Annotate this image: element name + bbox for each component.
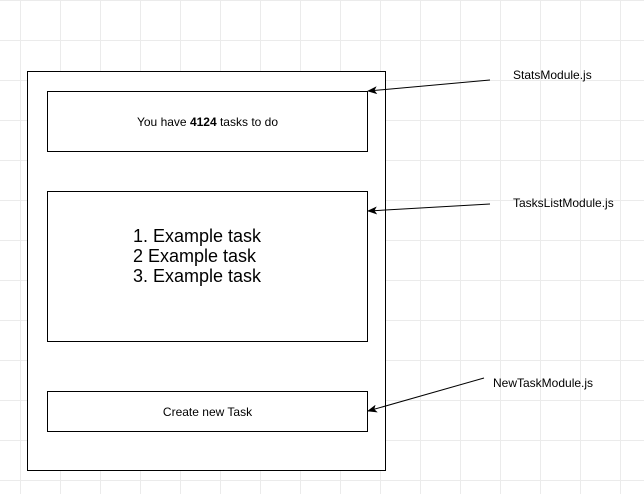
new-task-module-label: NewTaskModule.js: [493, 376, 594, 390]
tasks-list-module-label: TasksListModule.js: [513, 196, 614, 210]
stats-arrow: [367, 79, 491, 95]
stats-module-label: StatsModule.js: [513, 68, 592, 82]
stats-text-before: You have: [136, 114, 190, 129]
task-item: 3. Example task: [133, 266, 262, 286]
stats-text: You have 4124 tasks to do: [137, 115, 278, 129]
task-item: 2 Example task: [133, 246, 257, 266]
stats-module-box: You have 4124 tasks to do: [47, 91, 368, 152]
tasks-arrow: [367, 203, 491, 215]
tasks-list-module-box: 1. Example task 2 Example task 3. Exampl…: [47, 191, 368, 342]
task-count: 4124: [189, 114, 217, 129]
new-task-module-box[interactable]: Create new Task: [47, 391, 368, 432]
create-task-label: Create new Task: [162, 404, 253, 419]
task-list: 1. Example task 2 Example task 3. Exampl…: [133, 226, 261, 286]
stats-text-after: tasks to do: [216, 114, 279, 129]
task-item: 1. Example task: [133, 226, 262, 246]
